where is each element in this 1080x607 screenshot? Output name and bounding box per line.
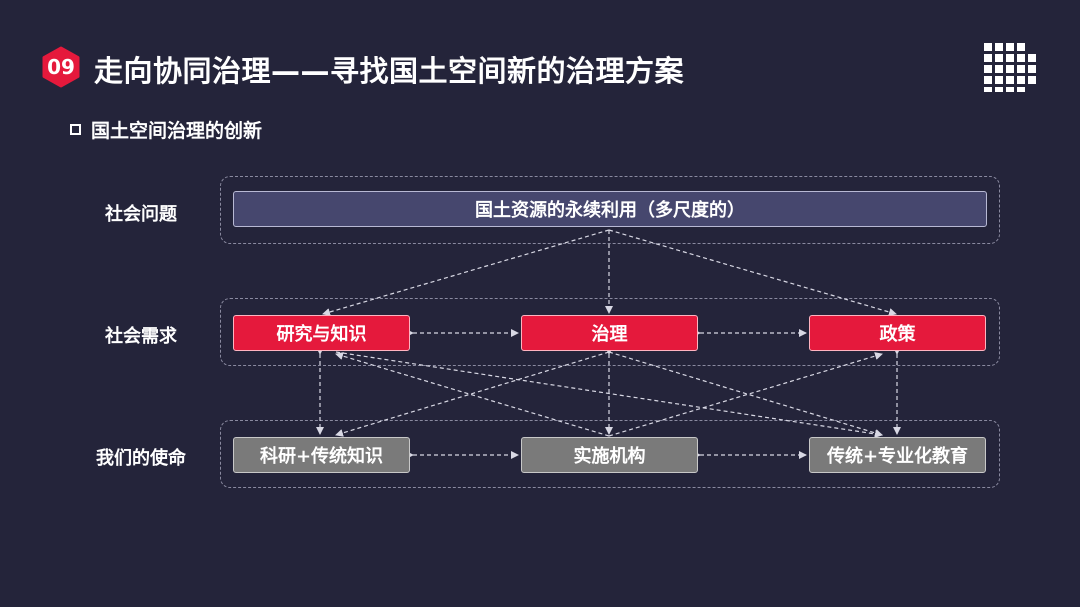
box-implementing-institution: 实施机构	[521, 437, 698, 473]
box-traditional-professional-education: 传统+专业化教育	[809, 437, 986, 473]
section-subtitle: 国土空间治理的创新	[70, 116, 262, 143]
box-science-traditional-knowledge: 科研+传统知识	[233, 437, 410, 473]
section-subtitle-text: 国土空间治理的创新	[91, 120, 263, 142]
grid-logo-icon	[984, 43, 1036, 92]
box-policy: 政策	[809, 315, 986, 351]
row-label-social-problem: 社会问题	[105, 204, 177, 225]
box-research-knowledge: 研究与知识	[233, 315, 410, 351]
section-number-badge: 09	[40, 46, 82, 88]
row-label-social-demand: 社会需求	[105, 326, 177, 347]
page-title: 走向协同治理——寻找国土空间新的治理方案	[94, 54, 685, 88]
section-number: 09	[47, 55, 75, 79]
box-sustainable-land-use: 国土资源的永续利用（多尺度的）	[233, 191, 987, 227]
hexagon-badge-icon	[42, 46, 80, 88]
box-governance: 治理	[521, 315, 698, 351]
checkbox-square-icon	[70, 124, 81, 135]
row-label-mission: 我们的使命	[96, 448, 186, 469]
